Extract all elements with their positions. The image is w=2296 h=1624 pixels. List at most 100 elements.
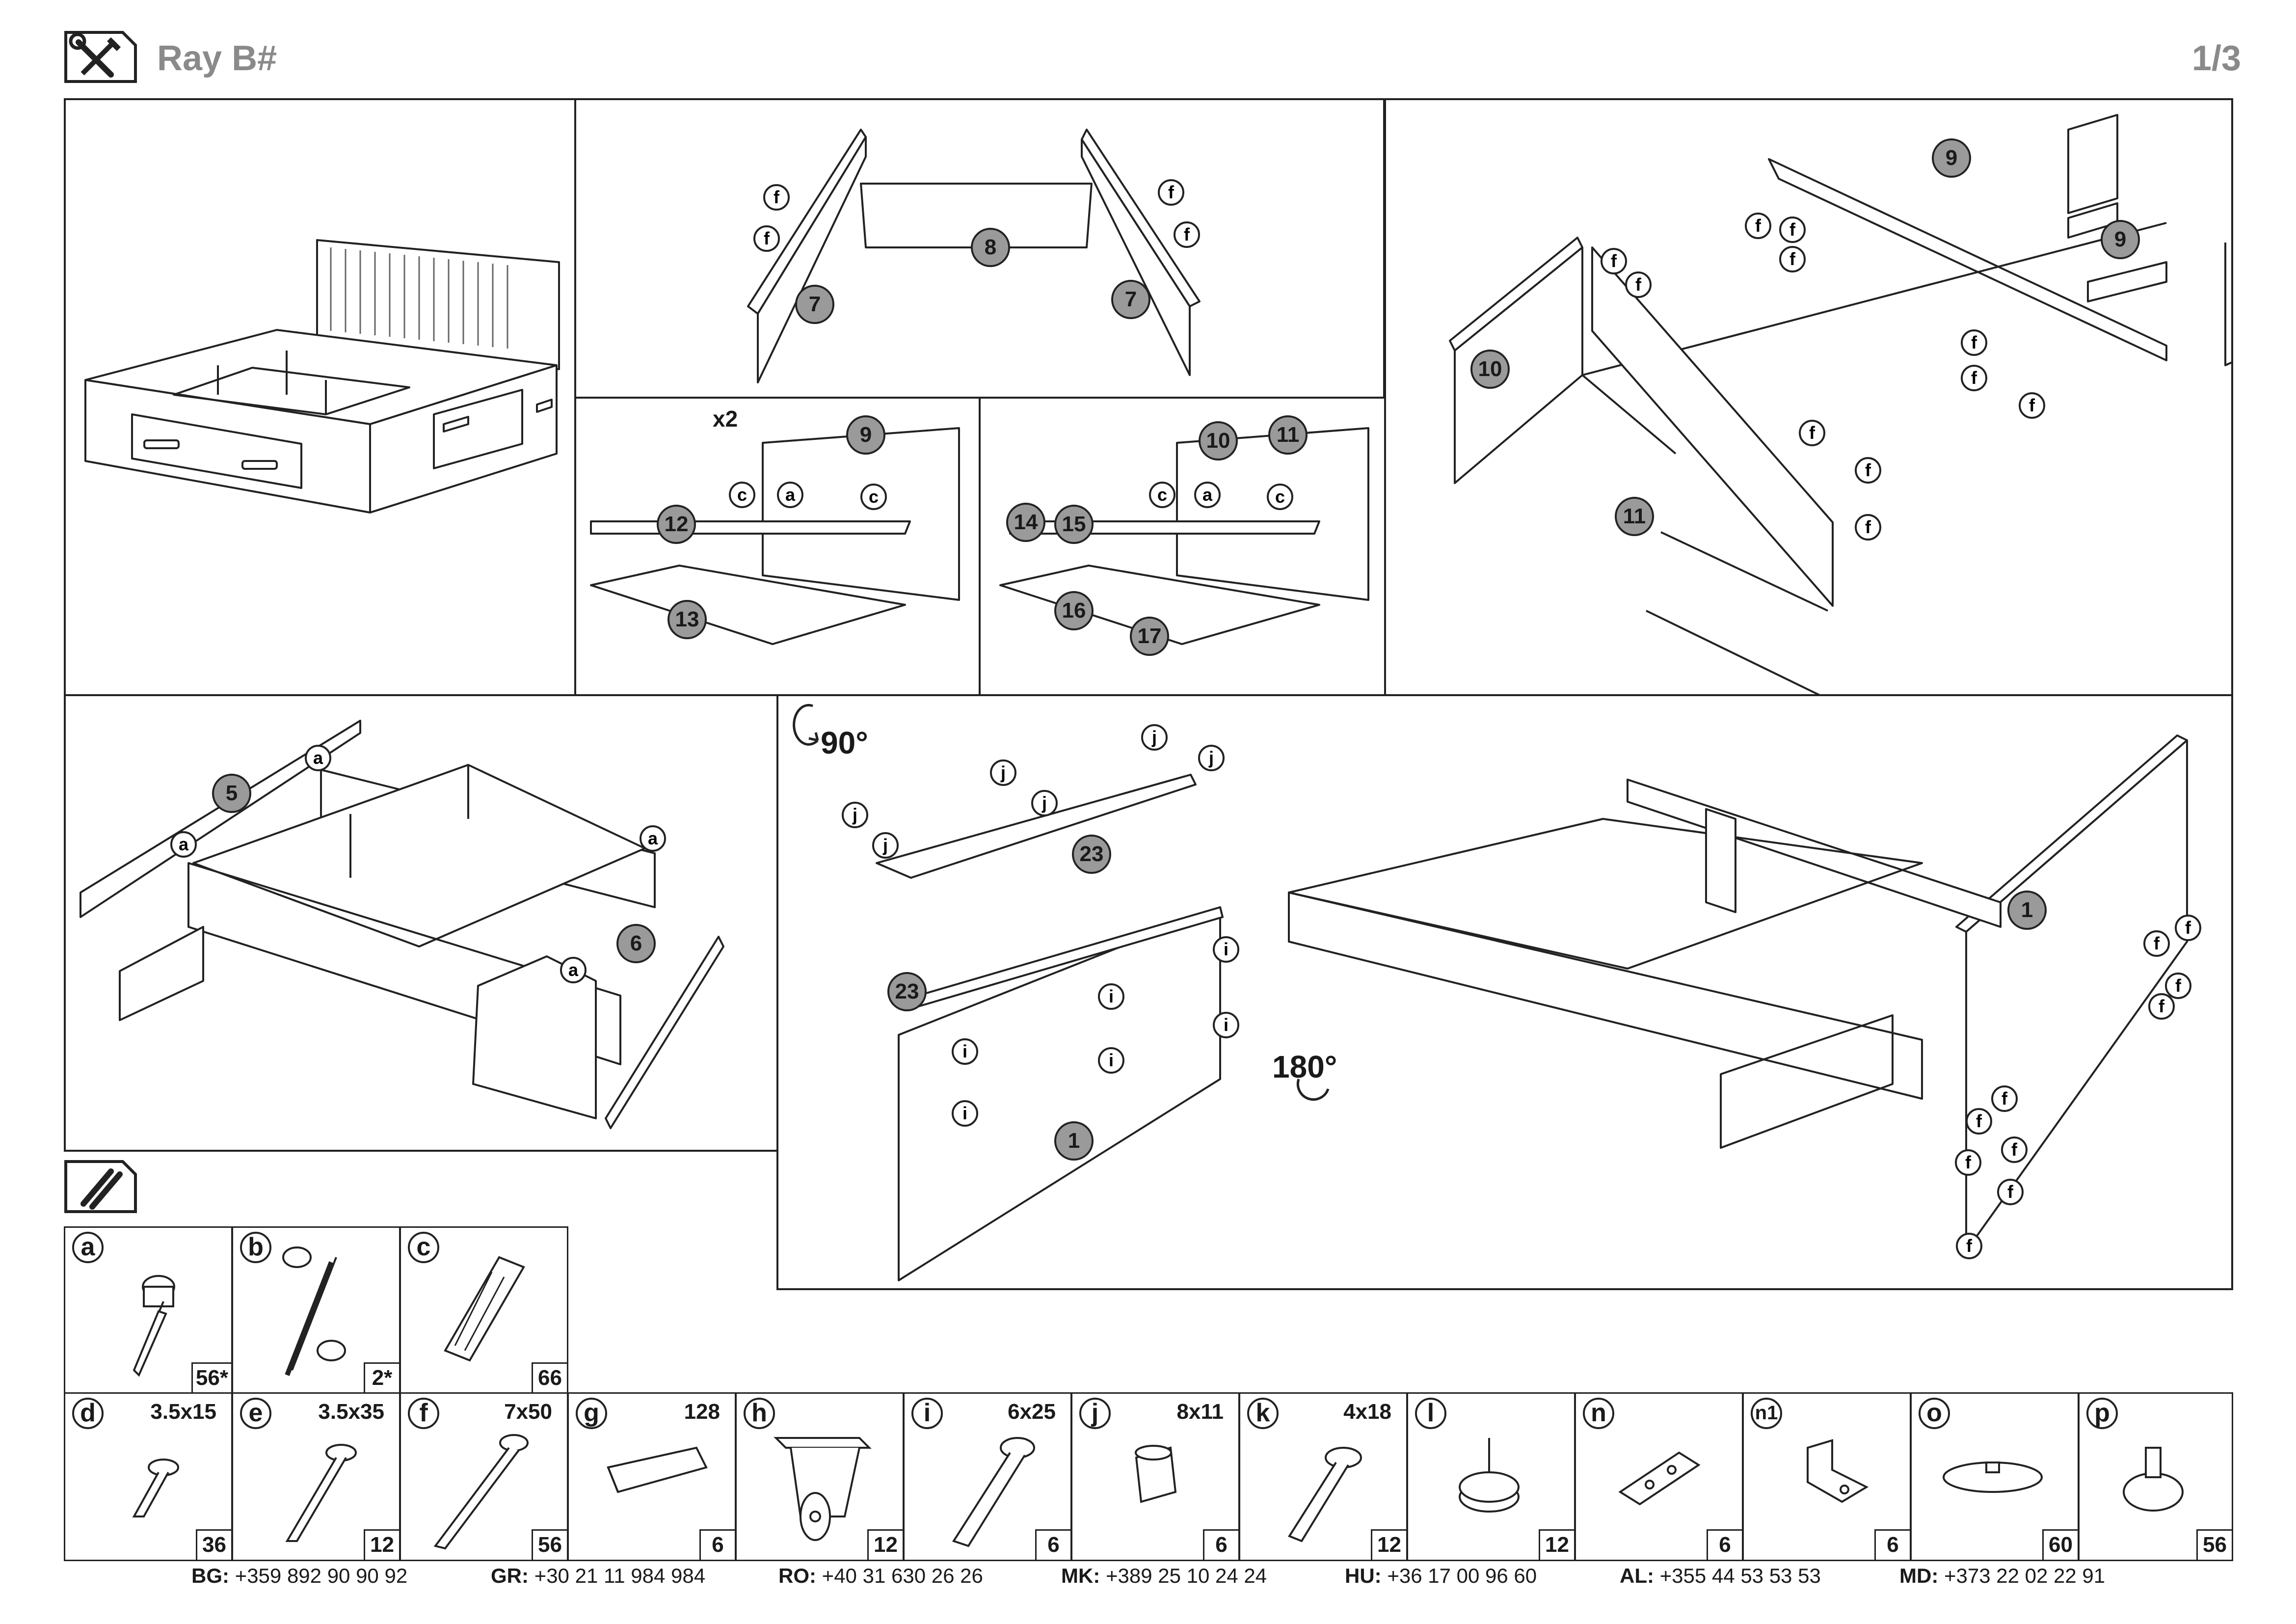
svg-text:a: a [568, 960, 579, 980]
svg-text:a: a [1202, 485, 1213, 505]
part-badge: 7 [795, 285, 834, 324]
fastener-tag: f [1157, 179, 1185, 209]
hardware-letter: e [240, 1398, 271, 1429]
svg-text:f: f [2002, 1088, 2008, 1109]
svg-text:j: j [1041, 793, 1047, 813]
step-bottom-left-illustration [80, 720, 724, 1129]
hardware-cell-o: o 60 [1910, 1392, 2079, 1561]
svg-text:f: f [2175, 975, 2182, 996]
tools-icon [64, 31, 137, 83]
fastener-tag: f [1854, 457, 1882, 487]
svg-text:f: f [774, 187, 780, 207]
fastener-tag: f [1997, 1178, 2024, 1208]
cam-bolt-icon [133, 1275, 175, 1377]
part-badge: 9 [846, 415, 885, 455]
fastener-tag: c [1266, 483, 1294, 513]
hardware-cell-f: f 7x50 56 [400, 1392, 568, 1561]
fastener-tag: a [639, 825, 667, 855]
step-multiplier: x2 [713, 406, 738, 432]
fastener-tag: f [1955, 1232, 1983, 1262]
fastener-tag: f [1965, 1108, 1993, 1137]
hardware-size: 6x25 [1008, 1400, 1056, 1424]
page-title: Ray B# [157, 39, 277, 78]
svg-text:f: f [1789, 219, 1796, 240]
hardware-cell-l: l 12 [1407, 1392, 1575, 1561]
fastener-tag: c [728, 481, 756, 511]
fastener-tag: j [841, 801, 869, 831]
double-cam-bolt-icon [282, 1246, 346, 1376]
hardware-letter: a [72, 1232, 104, 1263]
fastener-tag: f [1779, 216, 1806, 246]
part-badge: 13 [667, 600, 707, 639]
fastener-tag: f [2148, 993, 2175, 1023]
fastener-tag: i [1097, 983, 1125, 1013]
fastener-tag: j [989, 759, 1017, 789]
hardware-qty: 12 [1539, 1529, 1574, 1560]
fastener-tag: a [560, 956, 587, 986]
svg-text:j: j [1000, 762, 1006, 783]
part-badge: 7 [1111, 280, 1150, 319]
svg-text:f: f [2011, 1139, 2018, 1160]
hardware-letter: f [408, 1398, 439, 1429]
svg-text:i: i [1224, 939, 1228, 959]
hardware-qty: 12 [867, 1529, 903, 1560]
contact-mk: MK: +389 25 10 24 24 [1061, 1564, 1267, 1588]
hardware-letter: p [2086, 1398, 2118, 1429]
fastener-tag: f [1744, 212, 1772, 242]
svg-text:a: a [648, 828, 658, 848]
fastener-tag: f [1600, 247, 1628, 277]
hardware-qty: 56 [532, 1529, 567, 1560]
hardware-qty: 36 [196, 1529, 231, 1560]
hardware-size: 8x11 [1176, 1400, 1224, 1424]
part-badge: 5 [212, 774, 251, 813]
hardware-qty: 12 [1371, 1529, 1406, 1560]
fastener-tag: c [860, 483, 887, 513]
svg-text:j: j [852, 805, 857, 825]
svg-text:i: i [962, 1041, 967, 1061]
svg-text:i: i [1109, 986, 1114, 1006]
fastener-tag: a [776, 481, 804, 511]
hardware-qty: 56 [2196, 1529, 2232, 1560]
hardware-letter: d [72, 1398, 104, 1429]
svg-text:f: f [1789, 249, 1796, 269]
fastener-tag: f [2018, 392, 2046, 422]
svg-text:c: c [869, 487, 879, 507]
hardware-letter: i [911, 1398, 943, 1429]
part-badge: 10 [1199, 421, 1238, 460]
hardware-qty: 6 [1203, 1529, 1238, 1560]
svg-text:f: f [1168, 182, 1175, 202]
step-mid-right-illustration [999, 427, 1369, 645]
glide-foot-icon [1459, 1438, 1520, 1513]
fastener-tag: j [1198, 744, 1225, 774]
fastener-tag: j [872, 832, 899, 862]
hardware-cell-a: a 56* [64, 1226, 233, 1394]
angle-bracket-icon [1807, 1439, 1869, 1503]
part-badge: 14 [1006, 503, 1045, 542]
hardware-qty: 6 [1707, 1529, 1742, 1560]
svg-text:a: a [785, 485, 796, 505]
part-badge: 9 [2101, 220, 2140, 259]
step-top-mid-illustration [747, 129, 1201, 383]
fastener-tag: j [1031, 789, 1058, 819]
hardware-qty: 60 [2042, 1529, 2078, 1560]
fastener-tag: f [1991, 1085, 2018, 1115]
contact-code: AL: [1620, 1564, 1654, 1587]
fastener-tag: a [304, 744, 332, 774]
step-bottom-right-illustration [793, 704, 2188, 1281]
hardware-size: 3.5x35 [318, 1400, 384, 1424]
hardware-cell-i: i 6x25 6 [903, 1392, 1072, 1561]
hardware-cell-h: h 12 [735, 1392, 904, 1561]
hardware-cell-b: b 2* [232, 1226, 400, 1394]
svg-text:j: j [1151, 727, 1157, 747]
part-badge: 23 [887, 972, 927, 1011]
fastener-tag: f [1854, 514, 1882, 543]
fastener-tag: f [1798, 419, 1826, 449]
hardware-qty: 6 [699, 1529, 735, 1560]
step-top-right-illustration [1449, 114, 2231, 694]
part-badge: 6 [616, 924, 656, 963]
contact-md: MD: +373 22 02 22 91 [1899, 1564, 2105, 1588]
svg-text:c: c [1157, 485, 1167, 505]
hardware-letter: n1 [1751, 1398, 1782, 1429]
page-number: 1/3 [2191, 39, 2241, 78]
hardware-letter: c [408, 1232, 439, 1263]
